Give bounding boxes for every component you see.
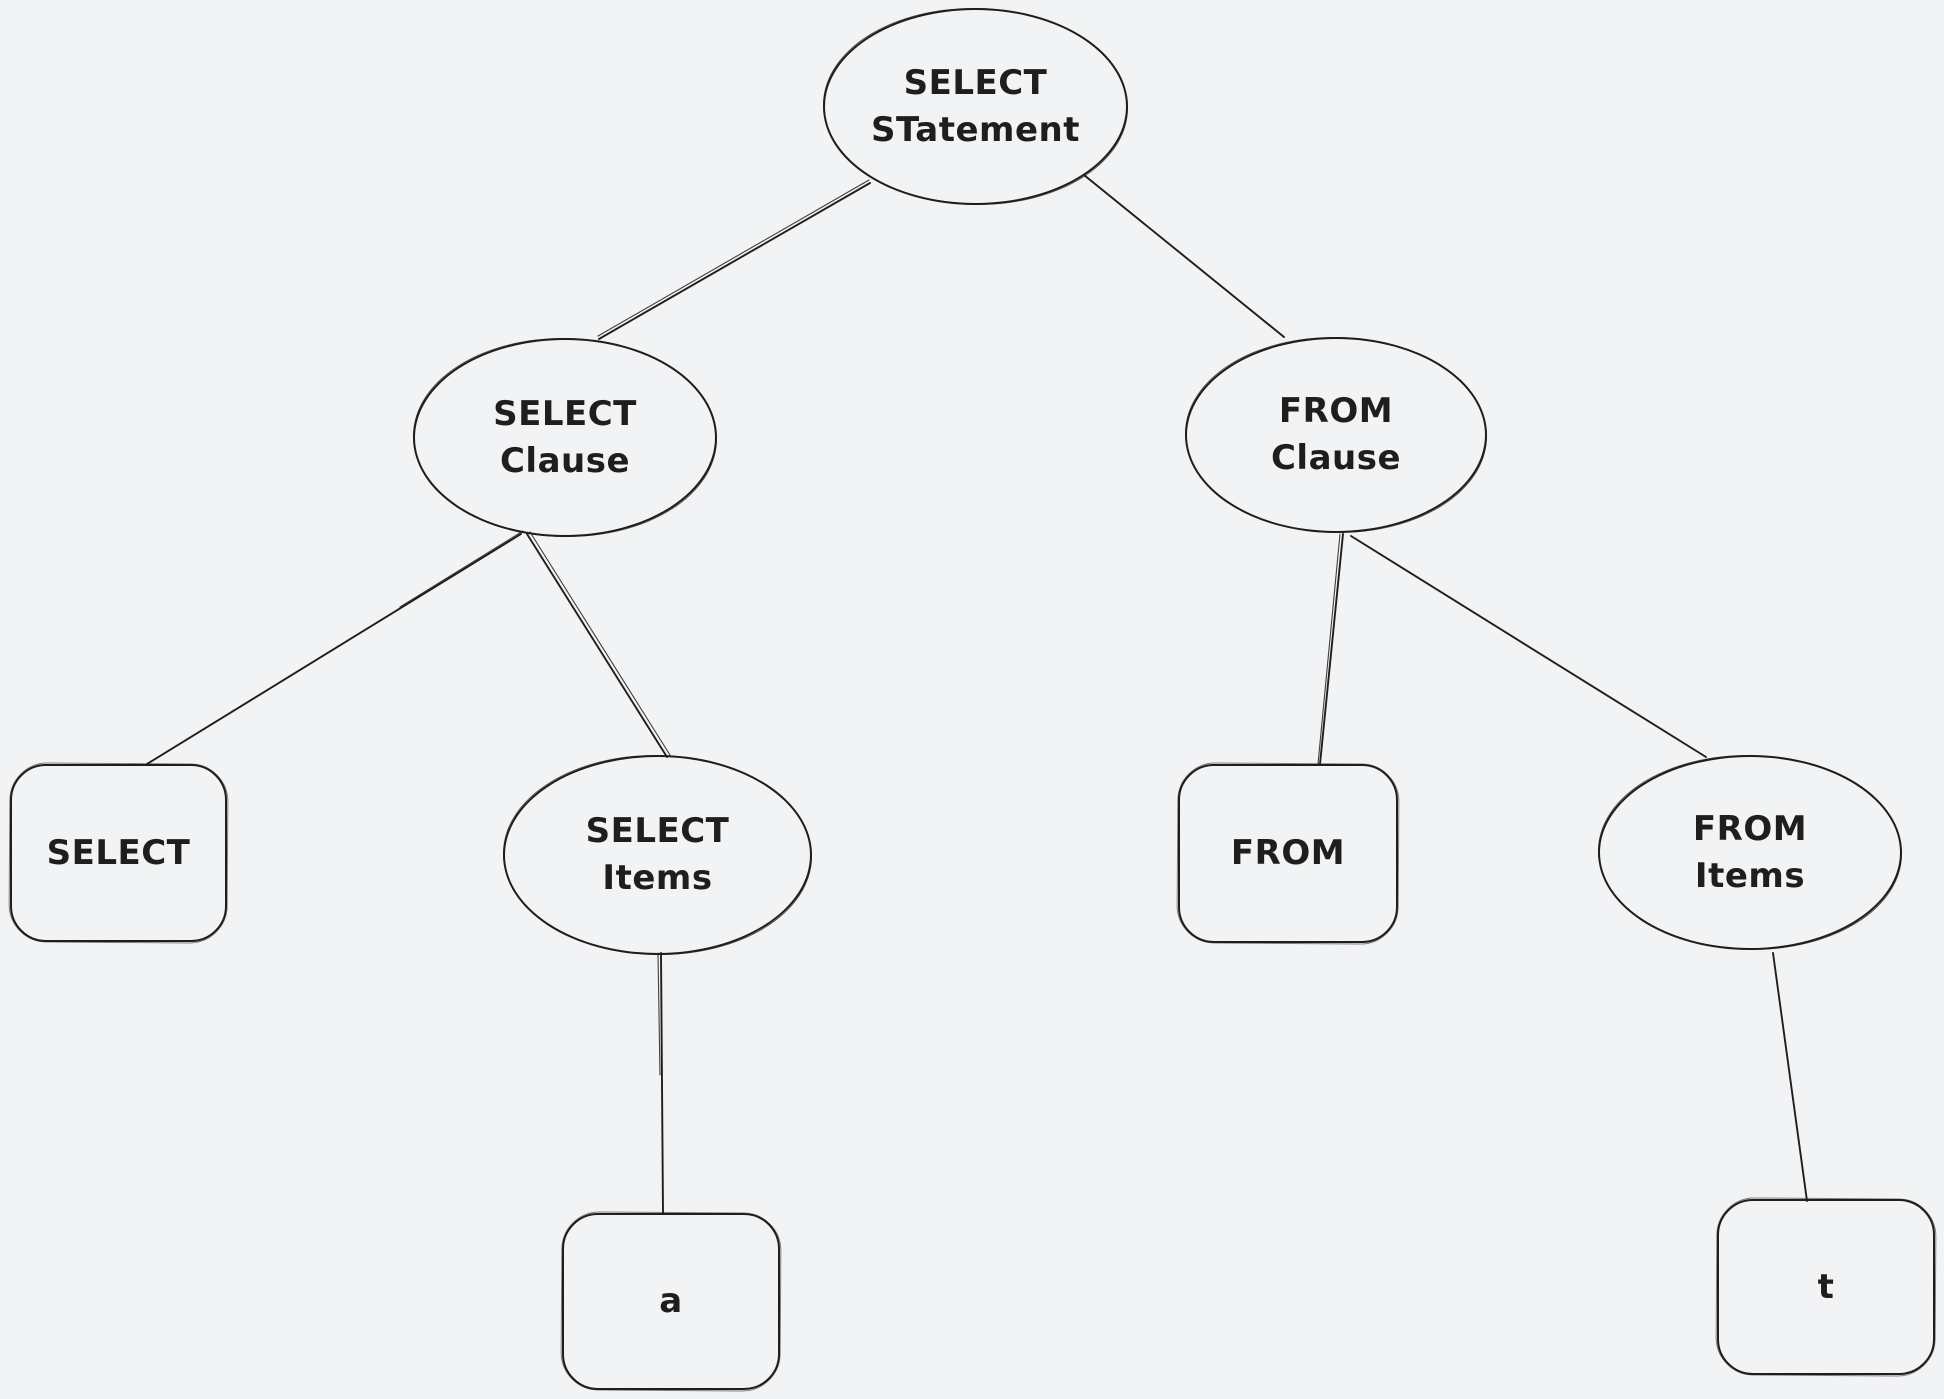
edge-stroke (529, 531, 671, 756)
node-select-keyword[interactable]: SELECT (10, 764, 227, 942)
node-from-items[interactable]: FROM Items (1598, 755, 1902, 950)
edge-stroke (660, 952, 664, 1214)
edge-stroke (146, 533, 522, 765)
edge-stroke (1317, 533, 1341, 765)
node-label: SELECT Clause (493, 393, 637, 481)
node-item-t[interactable]: t (1717, 1199, 1935, 1375)
edge-select-statement-to-select-clause[interactable] (597, 179, 871, 340)
node-select-statement[interactable]: SELECT STatement (823, 8, 1128, 205)
node-label: SELECT (46, 832, 191, 873)
edge-stroke (1083, 174, 1285, 338)
edge-select-clause-to-select-keyword[interactable] (146, 530, 524, 765)
edge-stroke (526, 533, 668, 758)
edge-stroke (1350, 535, 1707, 758)
node-select-items[interactable]: SELECT Items (503, 755, 812, 955)
node-from-keyword[interactable]: FROM (1178, 764, 1398, 943)
node-select-clause[interactable]: SELECT Clause (413, 338, 717, 537)
edge-from-clause-to-from-items[interactable] (1350, 535, 1707, 758)
node-label: a (659, 1281, 683, 1322)
node-label: FROM Items (1692, 808, 1808, 896)
edge-select-statement-to-from-clause[interactable] (1083, 174, 1285, 338)
edge-select-items-to-item-a[interactable] (657, 952, 664, 1214)
node-label: SELECT Items (585, 811, 730, 898)
node-label: SELECT STatement (871, 62, 1080, 150)
edge-stroke (1772, 952, 1808, 1202)
edge-from-clause-to-from-keyword[interactable] (1317, 533, 1344, 765)
edge-stroke (598, 182, 871, 340)
edge-stroke (399, 530, 524, 608)
edge-from-items-to-item-t[interactable] (1772, 952, 1808, 1202)
edge-stroke (597, 179, 870, 337)
edge-stroke (1319, 533, 1344, 765)
node-from-clause[interactable]: FROM Clause (1185, 337, 1487, 533)
node-label: FROM (1230, 833, 1346, 874)
edge-select-clause-to-select-items[interactable] (526, 531, 671, 758)
node-label: FROM Clause (1270, 391, 1402, 478)
node-item-a[interactable]: a (562, 1213, 780, 1390)
node-label: t (1817, 1266, 1835, 1307)
edge-stroke (657, 952, 661, 1076)
